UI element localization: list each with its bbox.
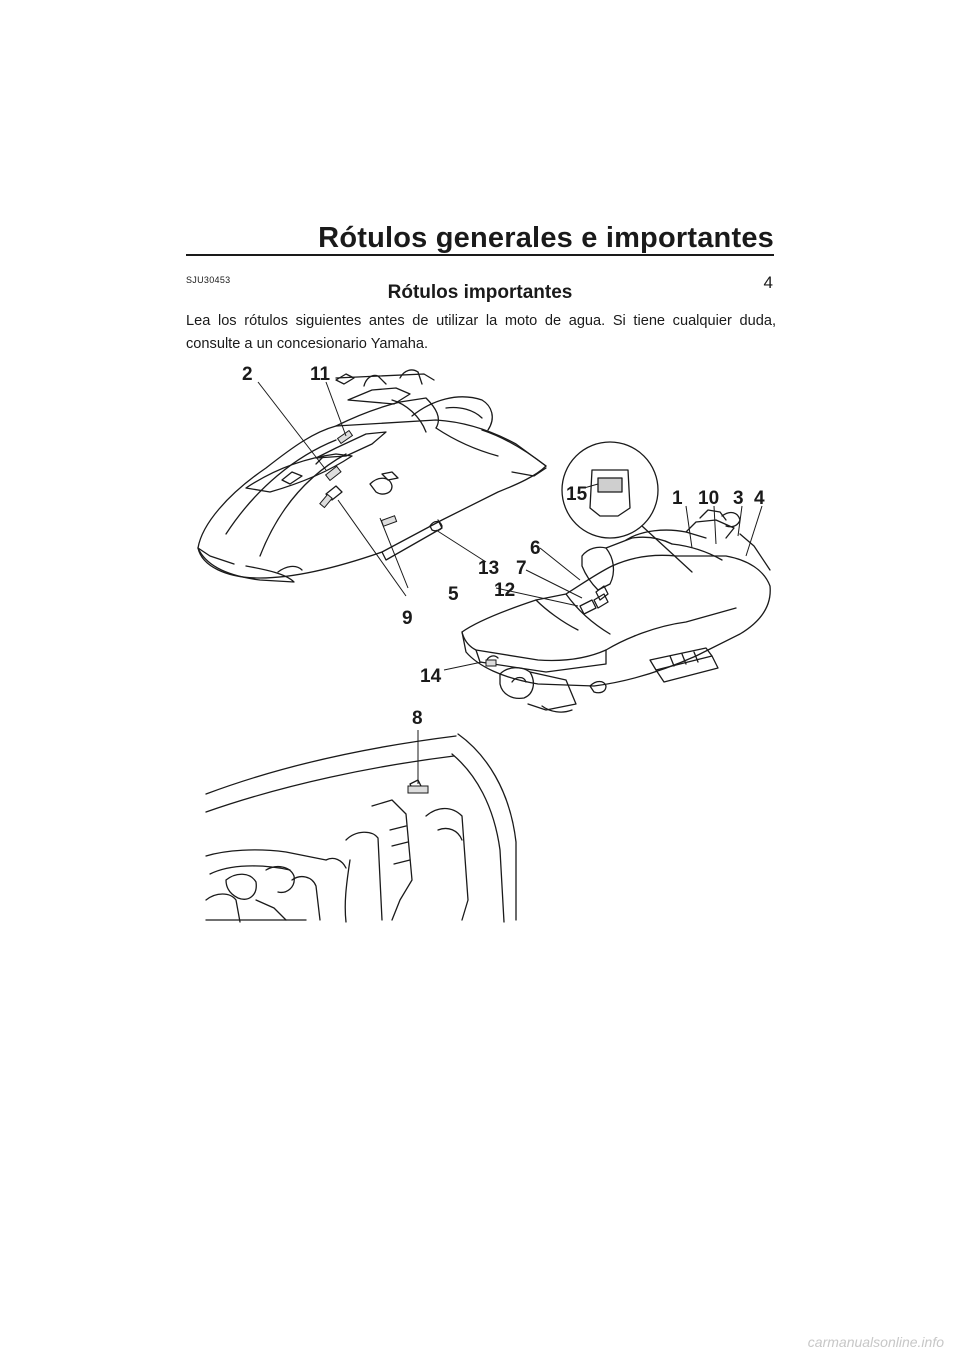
engine-compartment-drawing [205, 733, 517, 923]
callout-3: 3 [733, 488, 744, 509]
intro-paragraph: Lea los rótulos siguientes antes de util… [186, 313, 776, 352]
callout-4: 4 [754, 488, 765, 509]
callout-11: 11 [310, 364, 331, 385]
callout-10: 10 [698, 488, 719, 509]
callout-6: 6 [530, 538, 541, 559]
label-15-inset [561, 441, 693, 573]
footer-watermark[interactable]: carmanualsonline.info [807, 1334, 944, 1350]
callout-2: 2 [242, 364, 253, 385]
title-rule [186, 254, 774, 256]
page-number: 4 [763, 273, 773, 292]
leader-lines [257, 381, 763, 784]
section-ref-code: SJU30453 [186, 275, 231, 285]
callout-8: 8 [412, 708, 423, 729]
watercraft-label-diagram: 2 11 15 1 10 3 4 6 7 13 12 5 9 14 8 [197, 364, 771, 923]
callout-5: 5 [448, 584, 459, 605]
page-title: Rótulos generales e importantes [318, 222, 774, 254]
callout-12: 12 [494, 580, 515, 601]
front-watercraft-drawing [197, 369, 547, 583]
callout-9: 9 [402, 608, 413, 629]
callout-7: 7 [516, 558, 527, 579]
callout-14: 14 [420, 666, 442, 687]
label-markers [319, 429, 497, 794]
callout-13: 13 [478, 558, 499, 579]
callout-15: 15 [566, 484, 588, 505]
section-heading: Rótulos importantes [387, 282, 573, 303]
rear-watercraft-drawing [461, 509, 771, 713]
callout-1: 1 [672, 488, 683, 509]
